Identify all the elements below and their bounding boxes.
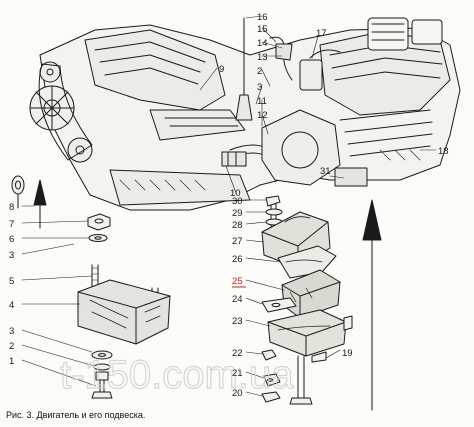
callout-5: 5 — [9, 276, 14, 287]
callout-16: 16 — [257, 12, 268, 23]
assembly-arrow-right — [362, 199, 382, 411]
callout-30: 30 — [232, 196, 243, 207]
right-mount-stack — [261, 195, 353, 405]
callout-2-upper: 2 — [257, 66, 262, 77]
callout-3: 3 — [9, 326, 14, 337]
leader-lines — [21, 15, 437, 397]
watermark-text: t-150.com.ua — [60, 353, 294, 397]
callout-7: 7 — [9, 219, 14, 230]
callout-26: 26 — [232, 254, 243, 265]
callout-31: 31 — [320, 166, 331, 177]
callout-3-upper: 3 — [9, 250, 14, 261]
callout-21: 21 — [232, 368, 243, 379]
callout-17: 17 — [316, 28, 327, 39]
figure-caption: Рис. 3. Двигатель и его подвеска. — [6, 410, 146, 420]
engine-block — [29, 17, 461, 211]
callout-25-highlighted: 25 — [232, 276, 243, 287]
callout-10: 10 — [230, 188, 241, 199]
callout-23: 23 — [232, 316, 243, 327]
callout-18: 18 — [438, 146, 449, 157]
callout-11: 11 — [257, 96, 267, 107]
left-mount-stack — [77, 213, 171, 399]
callout-28: 28 — [232, 220, 243, 231]
callout-1: 1 — [9, 356, 14, 367]
callout-8: 8 — [9, 202, 14, 213]
engine-lifting-eye — [11, 175, 25, 209]
callout-27: 27 — [232, 236, 243, 247]
callout-14: 14 — [257, 38, 268, 49]
callout-6: 6 — [9, 234, 14, 245]
callout-22: 22 — [232, 348, 243, 359]
callout-24: 24 — [232, 294, 243, 305]
callout-19: 19 — [342, 348, 353, 359]
callout-3-mid: 3 — [257, 82, 262, 93]
callout-2: 2 — [9, 341, 14, 352]
callout-15: 15 — [257, 24, 268, 35]
callout-4: 4 — [9, 300, 14, 311]
callout-29: 29 — [232, 208, 243, 219]
assembly-arrow-left — [33, 179, 47, 229]
callout-13: 13 — [257, 52, 268, 63]
callout-20: 20 — [232, 388, 243, 399]
callout-9: 9 — [219, 64, 224, 75]
callout-numbers: 8 7 6 3 5 4 3 2 1 9 10 16 15 14 13 2 3 1… — [9, 12, 449, 399]
callout-12: 12 — [257, 110, 268, 121]
